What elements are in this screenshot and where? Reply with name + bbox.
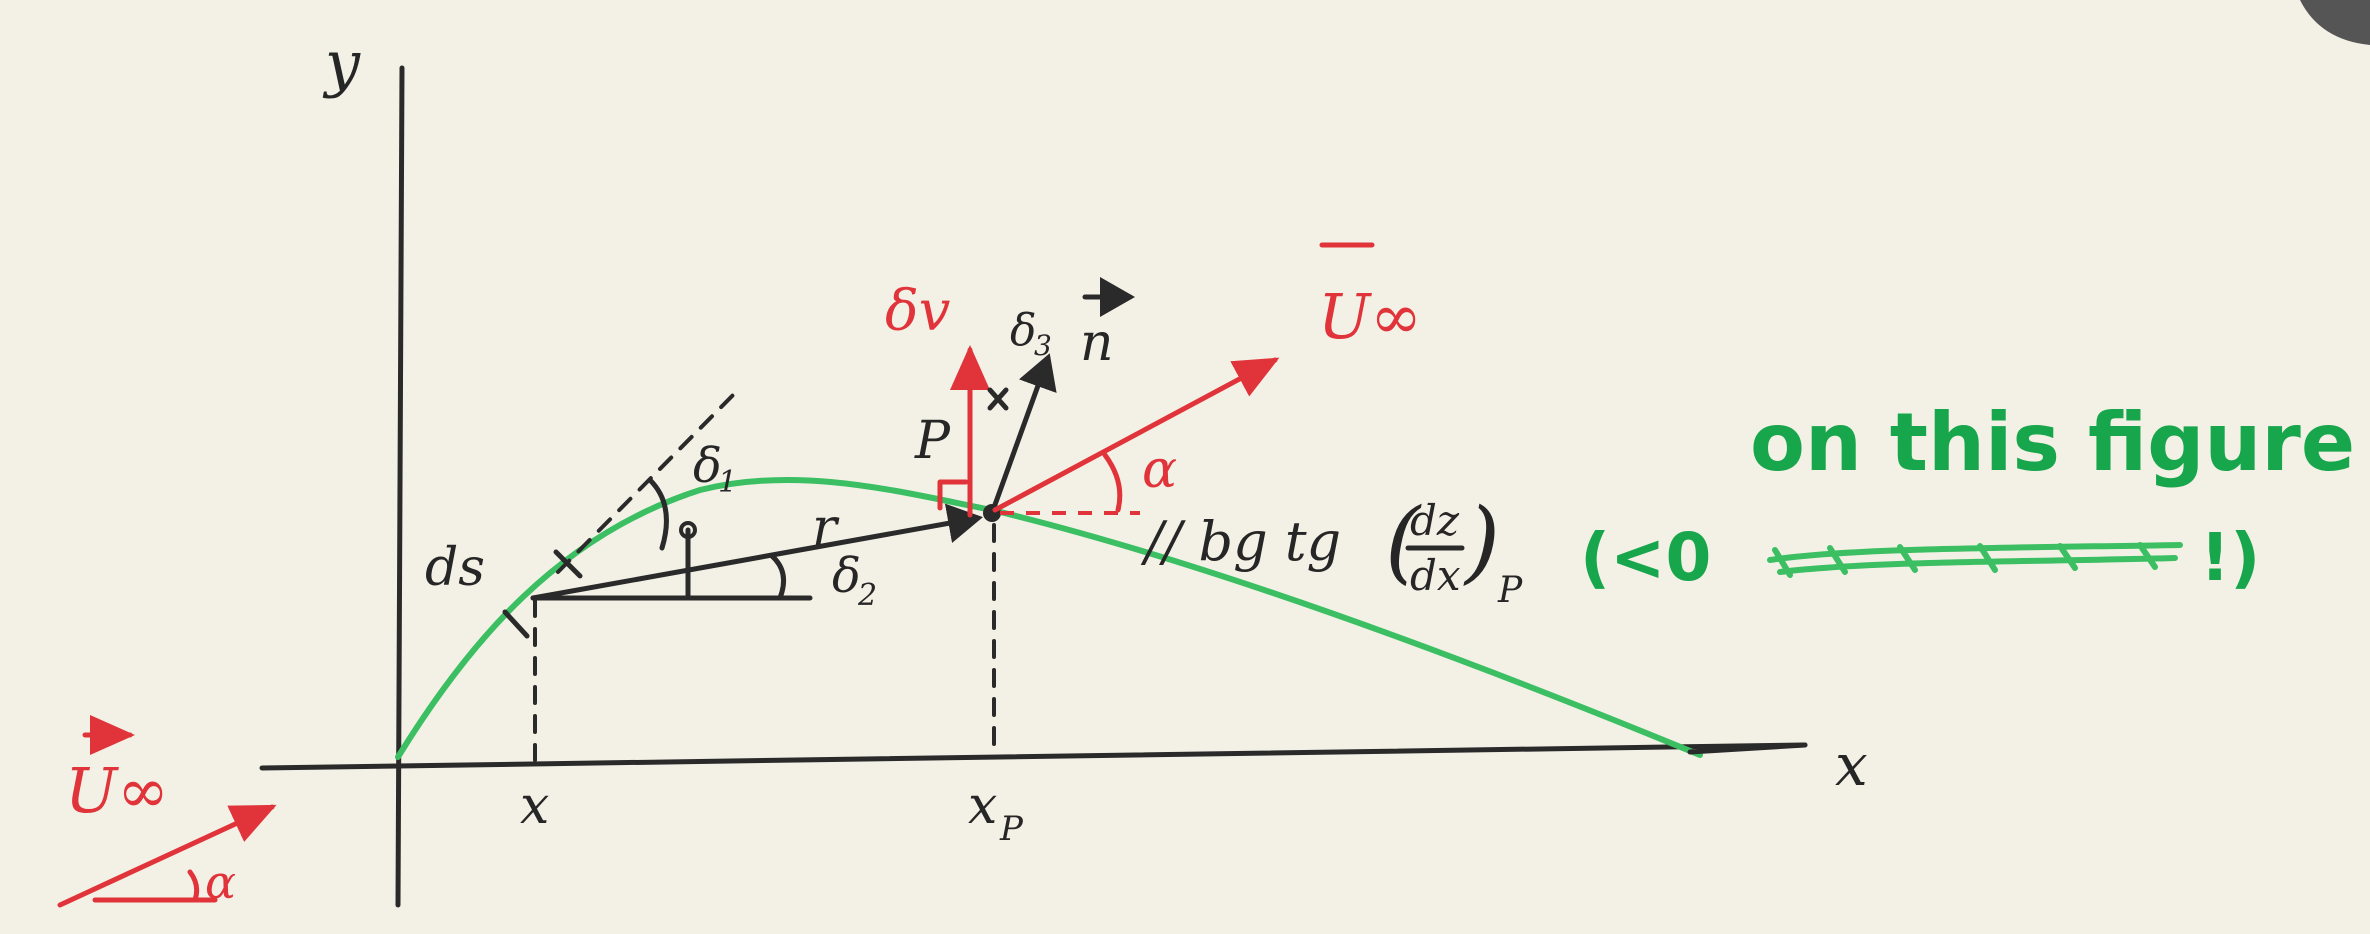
trailing-edge-stroke <box>1687 742 1808 755</box>
delta3-main: δ <box>1010 305 1037 356</box>
camber-curve <box>395 476 1703 760</box>
dv-label: δv <box>885 279 951 344</box>
x-axis-line <box>259 742 1808 771</box>
u-inf-arrow <box>992 357 1280 513</box>
y-axis-label: y <box>322 27 361 100</box>
delta3-cross <box>987 387 1009 411</box>
green-lt-zero: (<0 <box>1580 519 1711 596</box>
green-on-this-figure: on this figure <box>1750 396 2355 489</box>
tangent-prefix: // bg tg <box>1140 510 1341 573</box>
alpha-small-arc <box>187 869 200 903</box>
u-inf-vec-arrow <box>57 804 277 908</box>
delta1-sub: 1 <box>718 465 737 500</box>
r-label: r <box>812 498 840 558</box>
delta2-arc <box>769 553 787 601</box>
delta1-arc <box>647 477 669 551</box>
corner-smudge <box>2300 0 2370 45</box>
green-strikethrough <box>1767 542 2183 578</box>
y-axis-line <box>395 65 405 908</box>
frac-den: dx <box>1410 551 1461 600</box>
ds-label: ds <box>425 538 485 598</box>
tangent-expression: // bg tg ( dz dx ) P <box>1140 489 1523 611</box>
frac-sub: P <box>1497 570 1523 611</box>
frac-open: ( <box>1385 489 1422 594</box>
xp-main: x <box>968 776 997 836</box>
normal-marker-dot <box>679 521 697 539</box>
frac-num: dz <box>1410 496 1460 545</box>
delta2-label: δ 2 <box>832 548 877 613</box>
xp-sub: P <box>999 809 1024 849</box>
delta1-main: δ <box>693 438 722 494</box>
u-inf-bar-label: U∞ <box>1318 280 1422 353</box>
xp-label: x P <box>968 776 1024 849</box>
u-inf-vec-label: U∞ <box>65 754 169 827</box>
right-angle-marker <box>937 479 969 511</box>
green-exclaim: !) <box>2200 519 2260 596</box>
ds-tick-lower <box>502 609 530 639</box>
normal-vector <box>989 353 1057 516</box>
alpha-arc <box>1102 452 1123 513</box>
frac-close: ) <box>1463 489 1500 594</box>
n-label: n <box>1080 313 1114 373</box>
delta1-label: δ 1 <box>693 438 737 500</box>
delta3-label: δ 3 <box>1010 305 1052 362</box>
x-point-label: x <box>520 776 549 836</box>
delta2-sub: 2 <box>857 578 877 613</box>
r-vector <box>530 503 983 601</box>
x-axis-label: x <box>1835 731 1868 799</box>
delta2-main: δ <box>832 548 861 604</box>
delta3-sub: 3 <box>1034 329 1052 362</box>
alpha-small-label: α <box>205 855 236 909</box>
point-p-label: P <box>914 411 951 471</box>
alpha-label: α <box>1142 440 1177 500</box>
